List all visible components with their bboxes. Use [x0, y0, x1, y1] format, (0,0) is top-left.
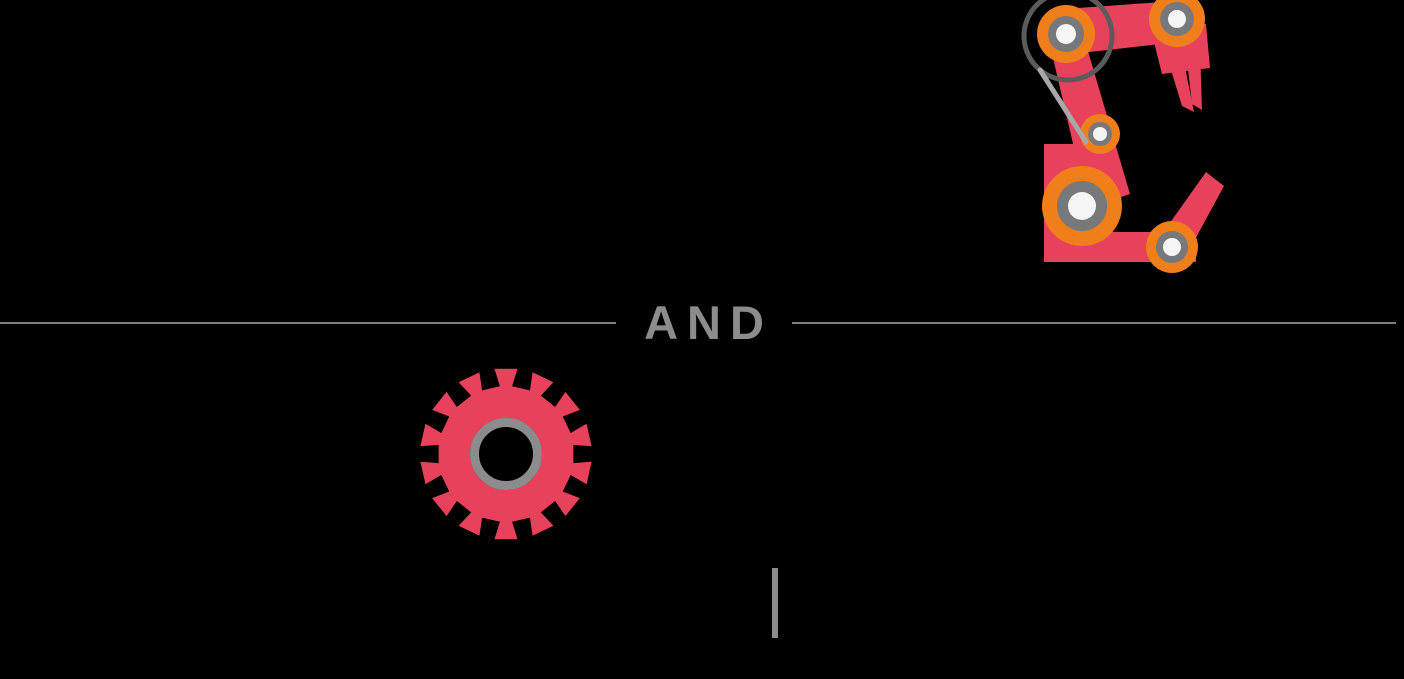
robot-gripper-prong-2 [1186, 50, 1202, 110]
magnifier-lens [1021, 0, 1115, 83]
wrist-joint-core [1168, 10, 1186, 28]
robot-arm-icon [1010, 0, 1240, 284]
base-joint-core [1068, 192, 1096, 220]
gear-hub-hole [470, 418, 542, 490]
magnifier-handle [1037, 67, 1089, 145]
secondary-joint-core [1163, 238, 1181, 256]
separator-rule-right [792, 322, 1396, 324]
gear-icon [420, 368, 592, 540]
vertical-divider [772, 568, 778, 638]
robot-gripper-prong-1 [1166, 52, 1194, 112]
robot-joints [1037, 0, 1205, 273]
separator-label-and: AND [644, 296, 773, 349]
magnifier-icon [1021, 0, 1115, 145]
robot-forearm [1046, 24, 1130, 208]
shoulder-joint-core [1056, 24, 1076, 44]
gear-hub-ring [470, 418, 542, 490]
separator-rule-left [0, 322, 616, 324]
elbow-joint-core [1093, 127, 1107, 141]
